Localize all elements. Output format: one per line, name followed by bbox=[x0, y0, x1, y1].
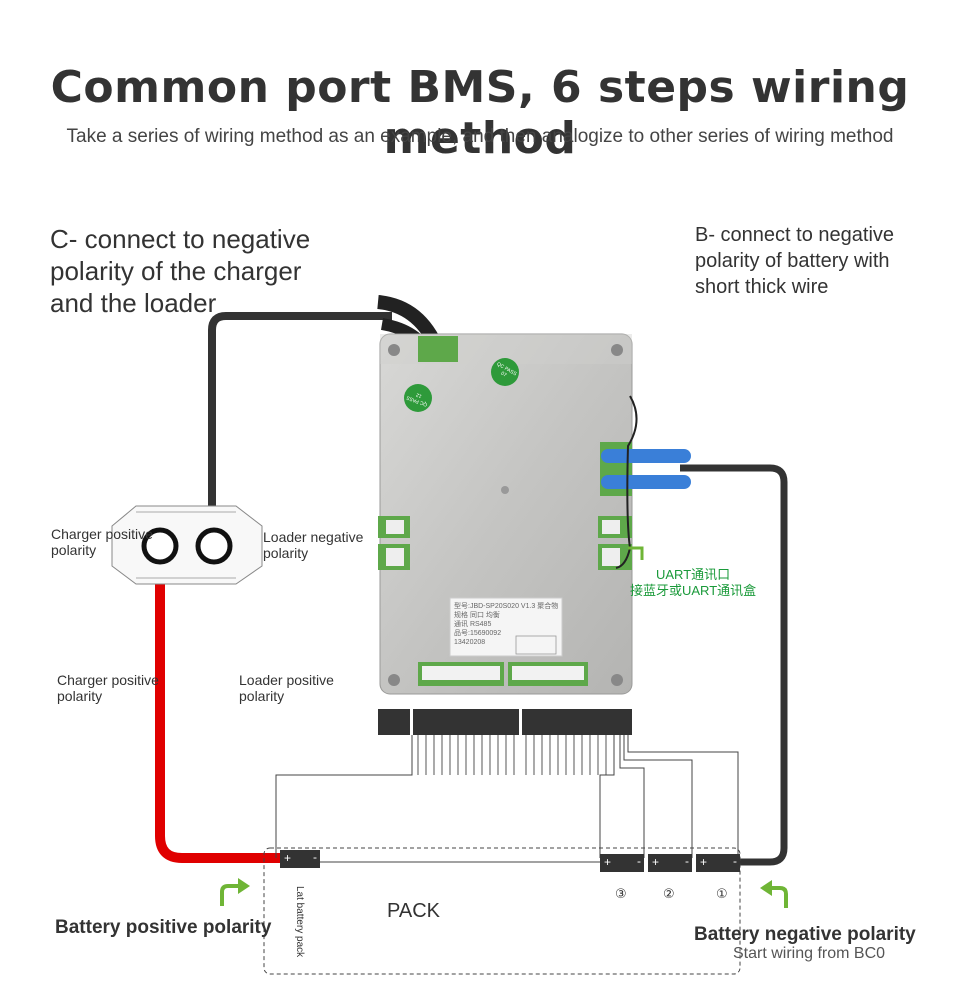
c-minus-line-1: C- connect to negative bbox=[50, 224, 311, 254]
b-minus-line-2: polarity of battery with bbox=[695, 250, 890, 272]
cell-3 bbox=[600, 854, 644, 872]
loader-positive-label: Loader positive polarity bbox=[239, 672, 334, 704]
cell-3-number: ③ bbox=[615, 886, 627, 901]
harness-wires bbox=[417, 735, 607, 775]
uart-label-1: UART通讯口 bbox=[656, 567, 731, 582]
arrow-left-icon bbox=[220, 884, 240, 906]
harness-block-2 bbox=[413, 709, 519, 735]
uart-arrow-icon bbox=[628, 546, 644, 560]
loader-negative-label-1: Loader negative bbox=[263, 529, 364, 545]
b-minus-line-1: B- connect to negative bbox=[695, 224, 895, 246]
cell-1 bbox=[696, 854, 740, 872]
pack-label: PACK bbox=[387, 900, 440, 922]
arrow-right-icon bbox=[770, 886, 788, 908]
start-wiring-note: Start wiring from BC0 bbox=[733, 945, 886, 962]
cell-1-number: ① bbox=[716, 886, 728, 901]
loader-positive-label-2: polarity bbox=[239, 688, 285, 704]
page-title: Common port BMS, 6 steps wiring method bbox=[50, 62, 910, 164]
page-subtitle: Take a series of wiring method as an exa… bbox=[66, 126, 894, 147]
c-minus-callout: C- connect to negative polarity of the c… bbox=[50, 223, 310, 319]
harness-block-1 bbox=[378, 709, 410, 735]
cell-1-minus: - bbox=[733, 854, 737, 868]
cell-last bbox=[280, 850, 320, 868]
cell-1-plus: + bbox=[700, 855, 708, 869]
cell-3-plus: + bbox=[604, 855, 612, 869]
board-label-line-3: 通讯 RS485 bbox=[454, 621, 492, 628]
c-minus-line-2: polarity of the charger bbox=[50, 256, 302, 286]
battery-positive-label: Battery positive polarity bbox=[55, 917, 272, 938]
cell-last-plus: + bbox=[284, 851, 292, 865]
b-minus-callout: B- connect to negative polarity of batte… bbox=[695, 222, 894, 300]
c-minus-wire bbox=[208, 312, 392, 540]
board-label-line-4: 品号:15690092 bbox=[454, 630, 502, 637]
cell-2-number: ② bbox=[663, 886, 675, 901]
loader-negative-label-2: polarity bbox=[263, 545, 309, 561]
last-battery-label: Lat battery pack bbox=[294, 886, 305, 958]
dc-connector bbox=[111, 505, 263, 585]
cell-2-plus: + bbox=[652, 855, 660, 869]
c-minus-line-3: and the loader bbox=[50, 288, 217, 318]
b-minus-line-3: short thick wire bbox=[695, 276, 829, 298]
sense-wires bbox=[275, 735, 739, 858]
cell-3-minus: - bbox=[637, 854, 641, 868]
board-label-sticker: 型号:JBD-SP20S020 V1.3 聚合物 规格 同口 均衡 通讯 RS4… bbox=[454, 602, 560, 647]
battery-negative-label: Battery negative polarity bbox=[694, 924, 916, 945]
positive-wire bbox=[155, 552, 282, 863]
b-minus-wire bbox=[680, 464, 788, 866]
charger-positive-label: Charger positive polarity bbox=[57, 672, 159, 704]
charger-connector-label-1: Charger positive bbox=[51, 526, 153, 542]
charger-positive-label-2: polarity bbox=[57, 688, 103, 704]
charger-connector-label: Charger positive polarity bbox=[51, 526, 153, 558]
loader-positive-label-1: Loader positive bbox=[239, 672, 334, 688]
board-label-line-5: 13420208 bbox=[454, 639, 486, 646]
cell-2-minus: - bbox=[685, 854, 689, 868]
charger-connector-label-2: polarity bbox=[51, 542, 97, 558]
bms-board bbox=[378, 333, 633, 695]
cell-last-minus: - bbox=[313, 850, 317, 864]
loader-negative-label: Loader negative polarity bbox=[263, 529, 363, 561]
uart-label-2: 接蓝牙或UART通讯盒 bbox=[630, 583, 757, 598]
ntc-wire bbox=[615, 395, 638, 569]
cell-2 bbox=[648, 854, 692, 872]
pack-outline bbox=[263, 847, 741, 975]
harness-block-3 bbox=[522, 709, 632, 735]
board-label-line-1: 型号:JBD-SP20S020 V1.3 聚合物 bbox=[454, 603, 559, 610]
charger-positive-label-1: Charger positive bbox=[57, 672, 159, 688]
board-label-line-2: 规格 同口 均衡 bbox=[454, 612, 500, 619]
